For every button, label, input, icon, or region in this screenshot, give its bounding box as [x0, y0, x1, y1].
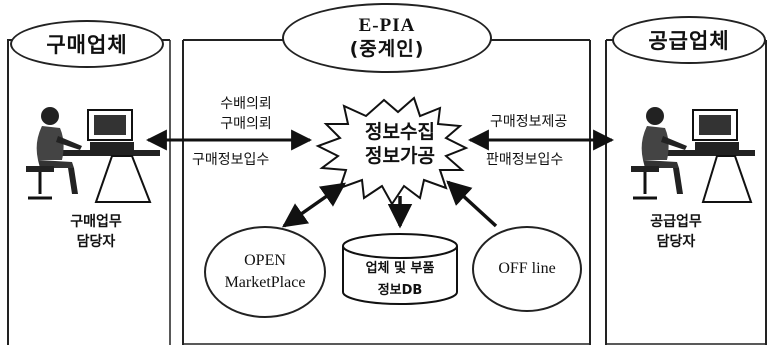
left-flow-request: 수배의뢰 구매의뢰 [196, 94, 296, 134]
offline-label: OFF line [498, 260, 556, 277]
left-flow-line2: 구매의뢰 [220, 116, 272, 132]
db-label: 업체 및 부품 정보DB [343, 258, 457, 302]
db-line1: 업체 및 부품 [365, 261, 435, 276]
buyer-title: 구매업체 [46, 33, 128, 57]
supplier-title-oval: 공급업체 [612, 16, 766, 64]
hub-label: 정보수집 정보가공 [345, 120, 455, 168]
buyer-title-oval: 구매업체 [10, 20, 164, 68]
supplier-title: 공급업체 [648, 29, 730, 53]
open-market-line1: OPEN [244, 252, 286, 269]
broker-subtitle: (중계인) [349, 38, 425, 60]
open-market-oval: OPEN MarketPlace [204, 226, 326, 318]
offline-oval: OFF line [472, 226, 582, 312]
supplier-person-line1: 공급업무 [650, 214, 702, 230]
left-flow-receive: 구매정보입수 [192, 152, 270, 168]
offline-hub-arrow [446, 180, 498, 228]
hub-line2: 정보가공 [365, 145, 435, 167]
buyer-worker-icon [26, 107, 160, 203]
left-flow-line1: 수배의뢰 [220, 96, 272, 112]
supplier-person-line2: 담당자 [656, 234, 696, 250]
right-flow-provide: 구매정보제공 [490, 114, 568, 130]
hub-openmarket-arrow [281, 182, 347, 228]
supplier-person-label: 공급업무 담당자 [636, 212, 716, 252]
hub-burst [315, 96, 469, 206]
open-market-line2: MarketPlace [224, 274, 306, 291]
right-flow-receive: 판매정보입수 [486, 152, 564, 168]
buyer-person-label: 구매업무 담당자 [56, 212, 136, 252]
db-line2: 정보DB [377, 283, 423, 298]
hub-line1: 정보수집 [365, 121, 435, 143]
broker-title-oval: E-PIA (중계인) [282, 3, 492, 73]
buyer-person-line1: 구매업무 [70, 214, 122, 230]
broker-title: E-PIA [358, 15, 416, 36]
buyer-person-line2: 담당자 [76, 234, 116, 250]
supplier-worker-icon [631, 107, 755, 203]
db-cylinder [342, 233, 458, 305]
